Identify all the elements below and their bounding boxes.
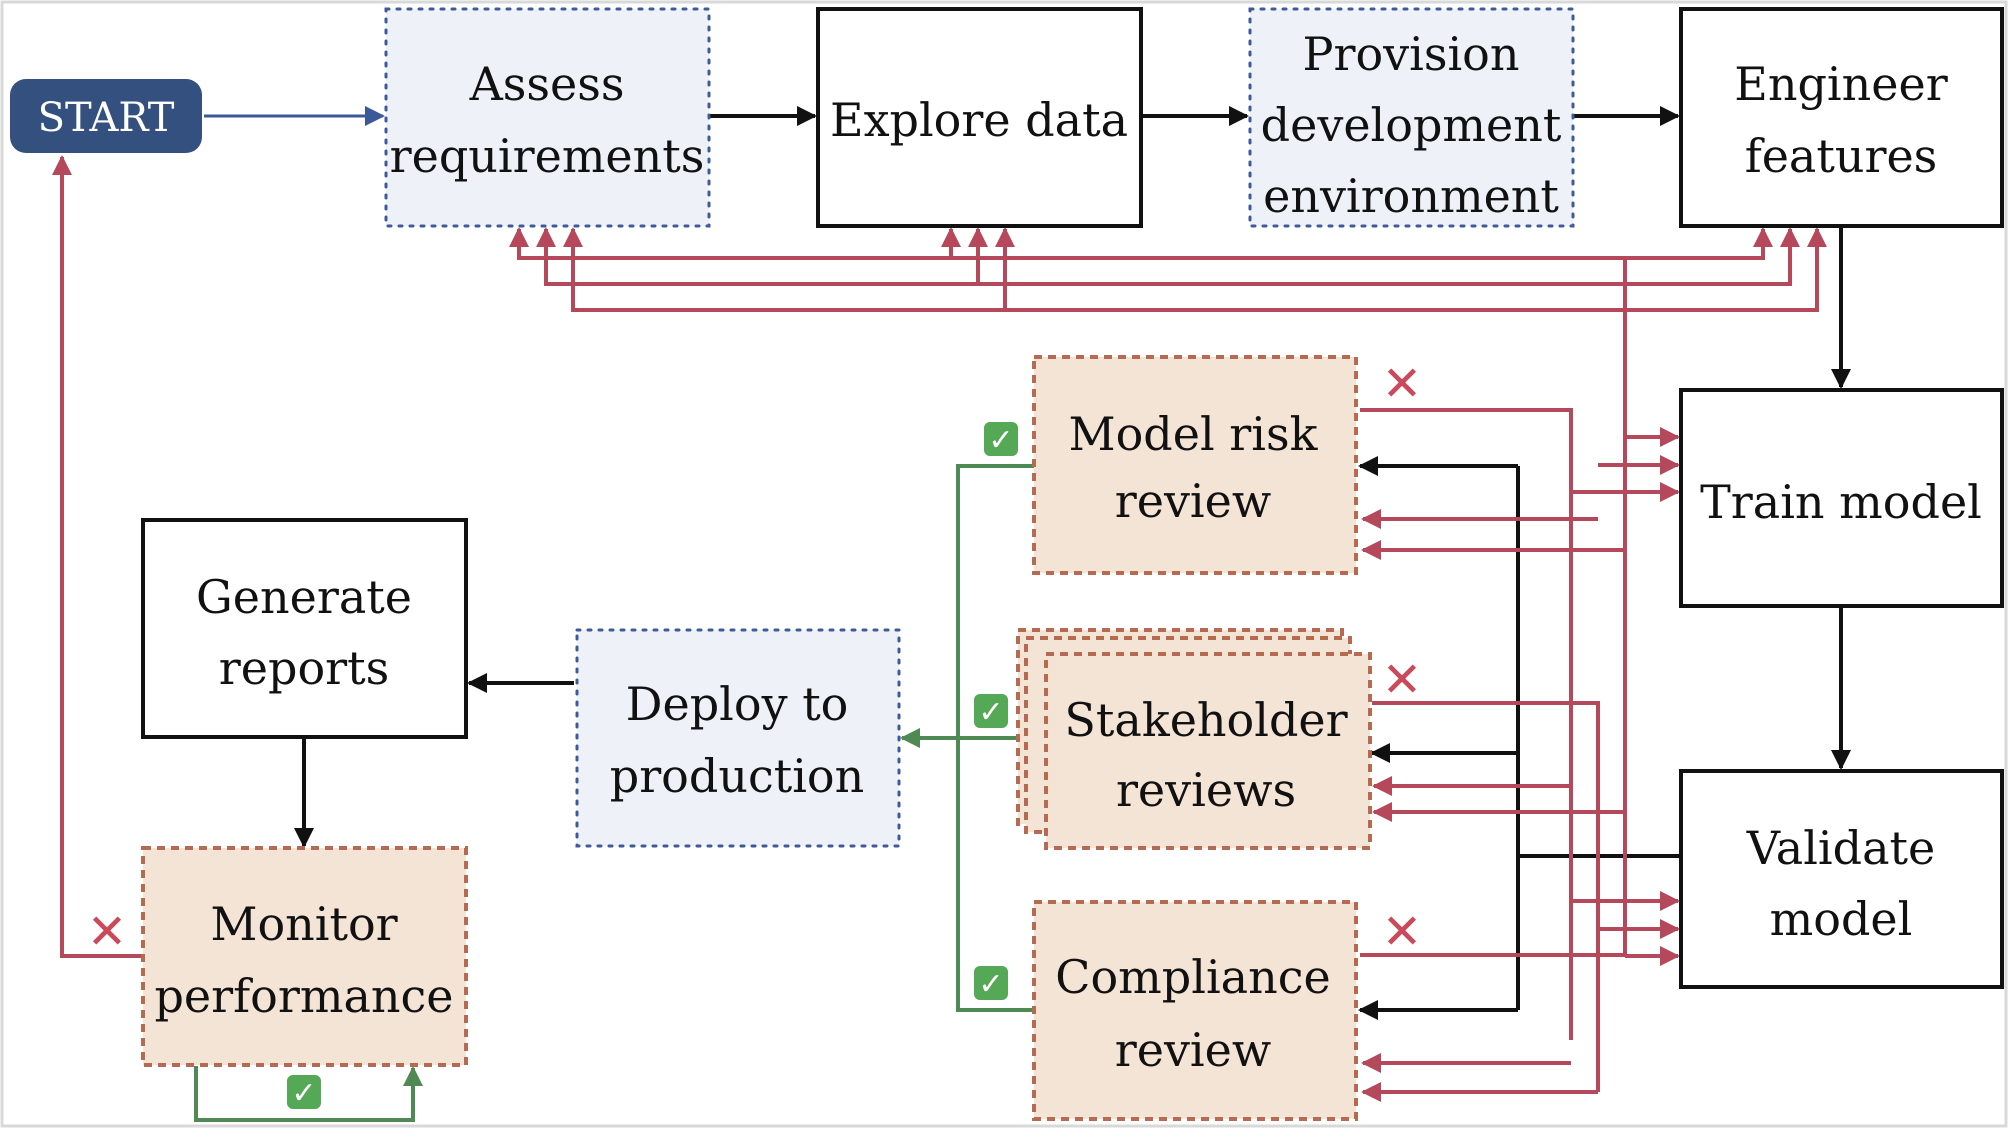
markers: ✓ ✓ ✓ ✓ ✕ ✕ ✕ ✕ bbox=[87, 356, 1422, 1111]
approve-check-icon: ✓ bbox=[287, 1075, 321, 1111]
model-risk-review-node bbox=[1032, 355, 1358, 575]
explore-line-1: Explore data bbox=[830, 93, 1128, 147]
mrr-line-1: Model risk bbox=[1069, 407, 1319, 461]
compliance-line-1: Compliance bbox=[1055, 950, 1330, 1004]
assess-line-2: requirements bbox=[390, 129, 705, 183]
validate-line-2: model bbox=[1770, 892, 1913, 946]
validate-model-node bbox=[1679, 769, 2004, 989]
compliance-review-node bbox=[1032, 900, 1358, 1121]
stakeholder-reviews-node bbox=[1016, 628, 1372, 850]
approve-check-icon: ✓ bbox=[974, 694, 1008, 730]
provision-line-1: Provision bbox=[1303, 27, 1520, 81]
generate-reports-node bbox=[141, 518, 468, 739]
edge-red-engineer-2 bbox=[1598, 227, 1800, 286]
edge-red-upper-3 bbox=[563, 227, 1571, 312]
reject-cross-icon: ✕ bbox=[1382, 904, 1422, 960]
edges bbox=[52, 106, 1851, 1122]
stakeholder-line-2: reviews bbox=[1116, 763, 1296, 817]
reports-line-2: reports bbox=[219, 641, 389, 695]
approve-check-monitor: ✓ bbox=[291, 1076, 316, 1111]
edge-monitor-loop bbox=[194, 1066, 423, 1122]
provision-line-2: development bbox=[1261, 98, 1562, 152]
engineer-line-2: features bbox=[1745, 129, 1938, 183]
monitor-performance-node bbox=[141, 846, 468, 1067]
engineer-features-node bbox=[1679, 7, 2004, 228]
deploy-line-1: Deploy to bbox=[626, 677, 849, 731]
reject-cross-icon: ✕ bbox=[1382, 356, 1422, 412]
nodes: START Assess requirements Explore data P… bbox=[10, 7, 2004, 1121]
edge-red-upper-2 bbox=[536, 227, 1598, 286]
provision-environment-node bbox=[1248, 7, 1575, 228]
mrr-line-2: review bbox=[1115, 474, 1272, 528]
edge-red-engineer-1 bbox=[1625, 227, 1773, 260]
monitor-line-1: Monitor bbox=[210, 897, 397, 951]
reject-cross-icon: ✕ bbox=[1382, 652, 1422, 708]
monitor-line-2: performance bbox=[154, 969, 453, 1023]
approve-check-icon: ✓ bbox=[984, 422, 1018, 458]
edge-red-engineer-3 bbox=[1571, 227, 1827, 312]
reject-cross-icon: ✕ bbox=[87, 904, 127, 960]
approve-check-mrr: ✓ bbox=[988, 423, 1013, 458]
edge-red-upper-1 bbox=[509, 227, 1625, 260]
validate-line-1: Validate bbox=[1746, 821, 1935, 875]
assess-line-1: Assess bbox=[469, 57, 625, 111]
start-label: START bbox=[38, 95, 175, 141]
engineer-line-1: Engineer bbox=[1734, 57, 1947, 111]
reports-line-1: Generate bbox=[196, 570, 412, 624]
compliance-line-2: review bbox=[1115, 1023, 1272, 1077]
deploy-production-node bbox=[575, 628, 901, 848]
edge-reject-compliance bbox=[1360, 258, 1627, 957]
edge-reject-stakeholder bbox=[1372, 701, 1600, 1092]
deploy-line-2: production bbox=[610, 749, 864, 803]
train-line-1: Train model bbox=[1700, 475, 1982, 529]
explore-data-node bbox=[816, 7, 1143, 228]
edge-reject-mrr bbox=[1360, 408, 1573, 1040]
assess-requirements-node bbox=[384, 7, 711, 228]
approve-check-compliance: ✓ bbox=[978, 967, 1003, 1002]
edge-monitor-reject-to-start bbox=[52, 155, 142, 958]
approve-check-icon: ✓ bbox=[974, 966, 1008, 1002]
approve-check-stakeholder: ✓ bbox=[978, 695, 1003, 730]
start-node bbox=[10, 79, 202, 153]
provision-line-3: environment bbox=[1263, 169, 1559, 223]
train-model-node bbox=[1679, 388, 2004, 608]
stakeholder-line-1: Stakeholder bbox=[1064, 693, 1347, 747]
